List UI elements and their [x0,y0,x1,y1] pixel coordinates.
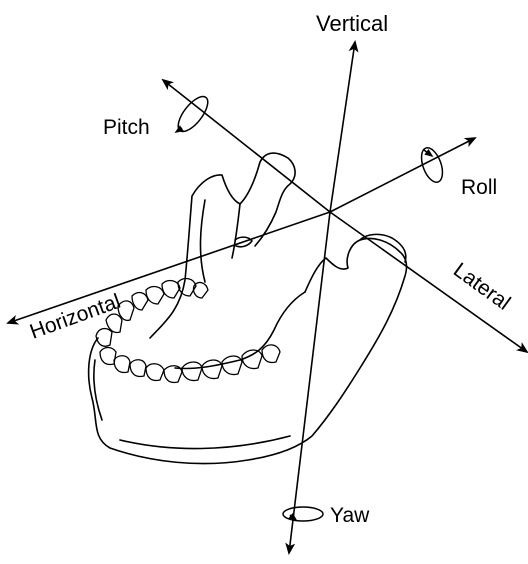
tooth [202,360,222,379]
tooth [182,362,202,381]
tooth [130,360,146,377]
tooth [164,366,182,383]
tooth [262,345,280,363]
vertical-axis [330,42,355,212]
tooth [162,281,180,298]
tooth [146,287,164,304]
teeth-row [96,279,280,383]
yaw-rotation-icon [283,507,323,521]
tooth [242,350,262,369]
coronoid-notch [232,204,240,258]
label-lateral: Lateral [449,258,514,314]
pitch-axis [163,80,330,212]
inner-jaw-curve [175,292,305,369]
label-pitch: Pitch [103,116,150,139]
rotation-symbols [173,92,447,521]
label-vertical: Vertical [316,11,388,36]
tooth [193,283,208,298]
tooth [146,364,164,381]
yaw-axis [289,212,330,553]
label-yaw: Yaw [330,504,370,527]
lateral-axis [330,212,527,352]
horizontal-axis [8,212,330,323]
inner-ramus-left [200,200,205,282]
left-ramus [150,153,295,338]
axes [8,42,527,553]
tooth [114,356,130,373]
axis-labels: Vertical Pitch Roll Horizontal Lateral Y… [27,11,515,527]
tooth [222,356,242,375]
roll-axis [330,138,475,212]
label-roll: Roll [461,176,497,199]
lower-border [120,436,290,449]
